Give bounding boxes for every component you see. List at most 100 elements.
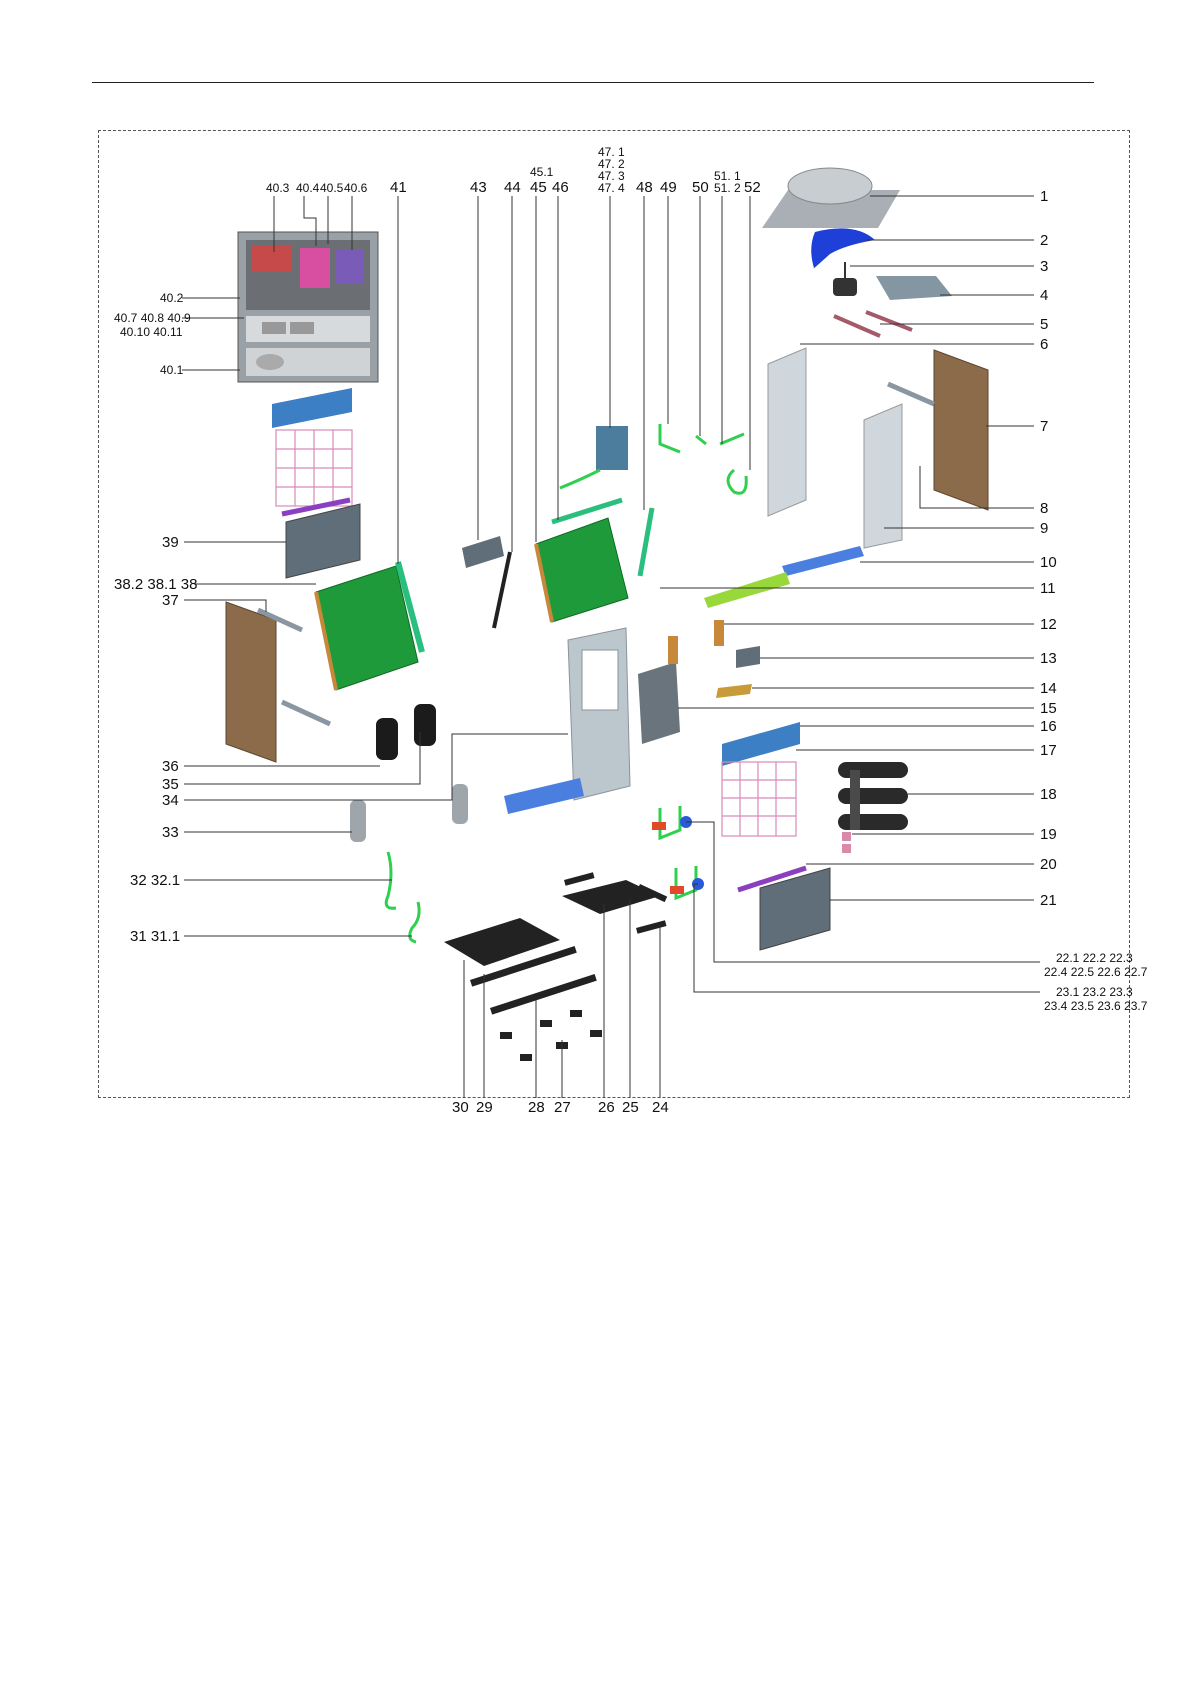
label-22-row1: 22.1 22.2 22.3 — [1056, 951, 1133, 965]
label-44: 44 — [504, 179, 521, 196]
front-panel-left — [285, 503, 361, 579]
label-30: 30 — [452, 1099, 469, 1116]
side-panel-brown-right — [933, 349, 989, 511]
label-40-3: 40.3 — [266, 181, 290, 195]
label-3: 3 — [1040, 258, 1048, 275]
label-40-1: 40.1 — [160, 363, 184, 377]
label-12: 12 — [1040, 616, 1057, 633]
label-1: 1 — [1040, 188, 1048, 205]
label-37: 37 — [162, 592, 179, 609]
label-40-4: 40.4 — [296, 181, 320, 195]
accumulator-34 — [452, 784, 468, 824]
label-6: 6 — [1040, 336, 1048, 353]
label-45: 45 — [530, 179, 547, 196]
label-14: 14 — [1040, 680, 1057, 697]
header-pipes — [838, 762, 908, 830]
part-48-strip — [637, 507, 655, 577]
bar-upper-left — [256, 607, 304, 633]
label-24: 24 — [652, 1099, 669, 1116]
coil-side-plate-41 — [395, 561, 425, 653]
label-40-6: 40.6 — [344, 181, 368, 195]
bracket-13 — [736, 646, 760, 668]
pipe-50 — [695, 434, 707, 446]
label-31: 31 31.1 — [130, 928, 180, 945]
condenser-coil-left — [314, 565, 419, 691]
front-panel-right — [759, 867, 831, 951]
condenser-coil-center — [534, 517, 629, 623]
label-36: 36 — [162, 758, 179, 775]
label-4: 4 — [1040, 287, 1048, 304]
part-12b — [668, 636, 678, 664]
label-22-row2: 22.4 22.5 22.6 22.7 — [1044, 965, 1148, 979]
label-51-2: 51. 2 — [714, 181, 741, 195]
label-49: 49 — [660, 179, 677, 196]
label-15: 15 — [1040, 700, 1057, 717]
label-18: 18 — [1040, 786, 1057, 803]
label-47-3: 47. 3 — [598, 169, 625, 183]
label-19: 19 — [1040, 826, 1057, 843]
side-panel-right-rear — [863, 403, 903, 549]
label-50: 50 — [692, 179, 709, 196]
leader-lines — [182, 195, 1040, 1098]
base-assembly — [444, 872, 668, 1061]
top-filter-left — [272, 388, 352, 428]
label-43: 43 — [470, 179, 487, 196]
label-16: 16 — [1040, 718, 1057, 735]
fan-motor — [833, 262, 857, 296]
label-47-2: 47. 2 — [598, 157, 625, 171]
label-9: 9 — [1040, 520, 1048, 537]
label-40-2: 40.2 — [160, 291, 184, 305]
top-filter-right — [722, 722, 800, 766]
label-45-1: 45.1 — [530, 165, 554, 179]
label-26: 26 — [598, 1099, 615, 1116]
pipe-31 — [408, 901, 421, 944]
part-labels: 1 2 3 4 5 6 7 8 9 10 11 12 13 14 15 16 1… — [114, 145, 1148, 1116]
label-48: 48 — [636, 179, 653, 196]
filter-strip-10 — [782, 546, 864, 576]
label-7: 7 — [1040, 418, 1048, 435]
bar-lower-left — [280, 699, 332, 727]
fittings — [842, 832, 851, 853]
label-51-1: 51. 1 — [714, 169, 741, 183]
part-43-block — [462, 536, 504, 568]
label-21: 21 — [1040, 892, 1057, 909]
accumulator-33 — [350, 800, 366, 842]
label-28: 28 — [528, 1099, 545, 1116]
panel-bar — [887, 381, 935, 407]
label-40-10: 40.10 40.11 — [120, 325, 183, 339]
compressors — [376, 704, 436, 760]
coil-side-plate-45 — [551, 497, 623, 525]
pipe-49 — [658, 424, 681, 454]
label-47-1: 47. 1 — [598, 145, 625, 159]
label-20: 20 — [1040, 856, 1057, 873]
label-23-row2: 23.4 23.5 23.6 23.7 — [1044, 999, 1148, 1013]
purple-strip-right — [737, 865, 807, 893]
label-47-4: 47. 4 — [598, 181, 625, 195]
fan-blade — [811, 228, 875, 269]
label-17: 17 — [1040, 742, 1057, 759]
valve-group-23 — [670, 866, 704, 901]
label-40-7: 40.7 40.8 40.9 — [114, 311, 191, 325]
panel-15 — [638, 662, 680, 744]
control-box — [237, 231, 379, 383]
label-29: 29 — [476, 1099, 493, 1116]
label-38: 38.2 38.1 38 — [114, 576, 197, 593]
label-41: 41 — [390, 179, 407, 196]
label-35: 35 — [162, 776, 179, 793]
label-34: 34 — [162, 792, 179, 809]
label-39: 39 — [162, 534, 179, 551]
label-11: 11 — [1040, 580, 1056, 597]
label-40-5: 40.5 — [320, 181, 344, 195]
label-52: 52 — [744, 179, 761, 196]
motor-bracket — [876, 276, 952, 300]
pipe-51 — [719, 432, 745, 446]
side-panel-brown-left — [225, 601, 277, 763]
drip-tray — [504, 778, 584, 814]
label-8: 8 — [1040, 500, 1048, 517]
pipe-32 — [384, 851, 397, 910]
diagram-frame — [98, 130, 1130, 1098]
label-33: 33 — [162, 824, 179, 841]
label-10: 10 — [1040, 554, 1057, 571]
protective-grid-right — [721, 761, 797, 837]
